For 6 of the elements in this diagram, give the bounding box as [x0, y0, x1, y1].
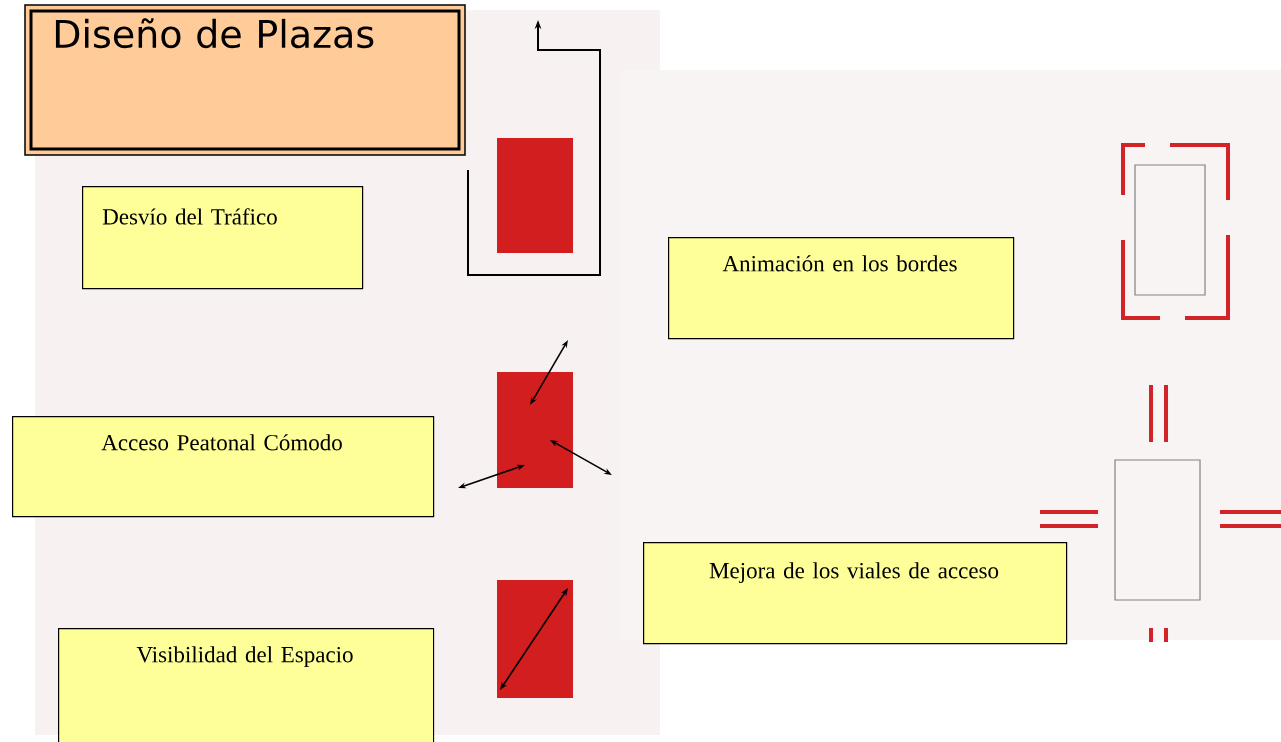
- text-box: Animación en los bordes: [668, 237, 1015, 340]
- text-box: Mejora de los viales de acceso: [643, 542, 1068, 645]
- text-box: Desvío del Tráfico: [82, 186, 364, 290]
- title-box: Diseño de Plazas: [24, 4, 466, 156]
- text-box: Acceso Peatonal Cómodo: [12, 416, 435, 518]
- text-box: Visibilidad del Espacio: [58, 628, 435, 742]
